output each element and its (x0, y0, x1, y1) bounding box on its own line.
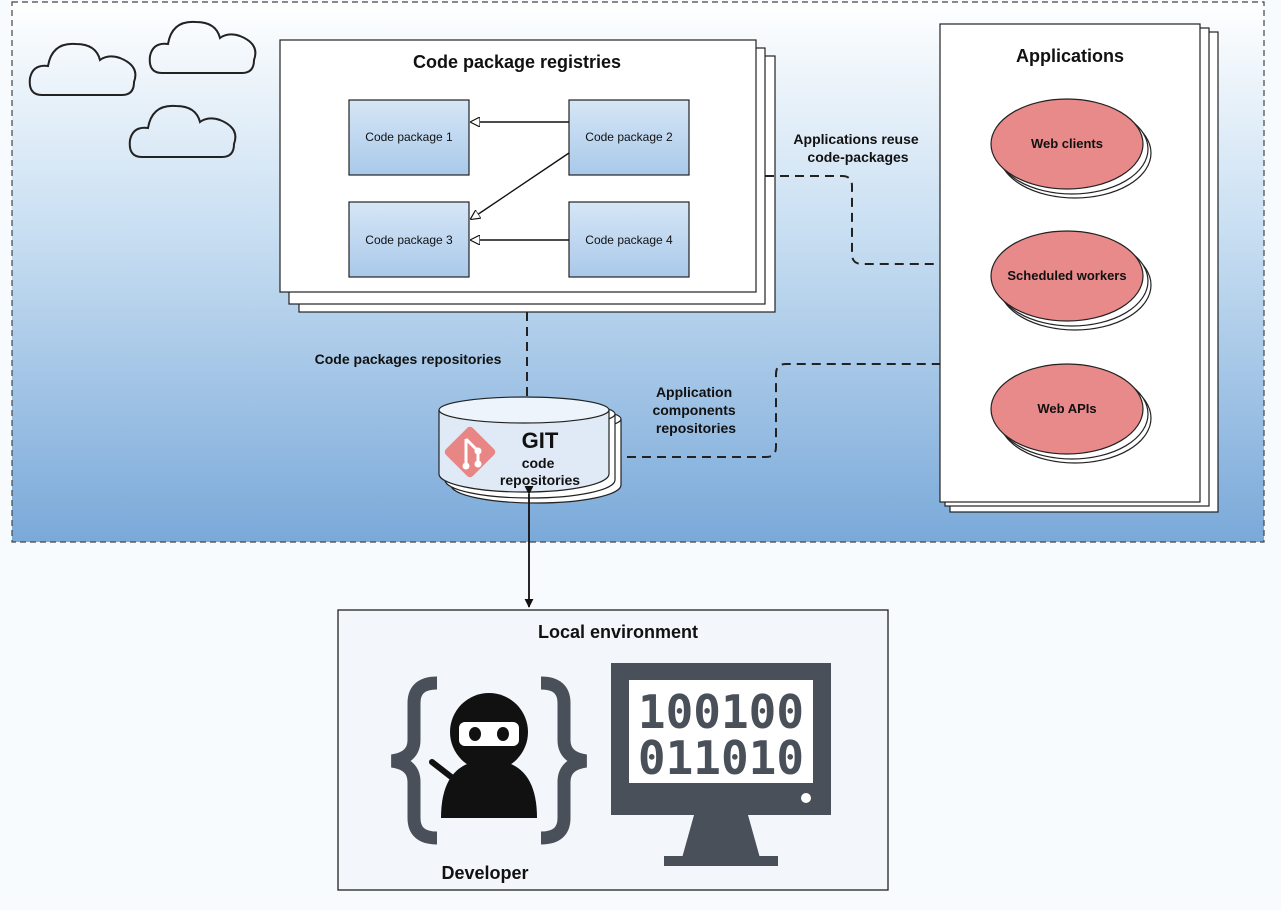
code-package-box: Code package 2 (568, 99, 690, 176)
app-label: Web APIs (1037, 401, 1096, 416)
git-subtitle: code repositories (500, 455, 580, 488)
code-package-box: Code package 4 (568, 201, 690, 278)
git-repository-cylinder (438, 396, 622, 504)
cloud-icon (128, 104, 237, 158)
applications-title: Applications (1016, 46, 1124, 66)
reuse-label: Applications reuse code-packages (793, 131, 922, 165)
developer-label: Developer (441, 863, 528, 883)
app-repos-connector (612, 363, 940, 458)
developer-icon (390, 676, 588, 845)
pkg-repos-label: Code packages repositories (315, 351, 502, 367)
code-package-label: Code package 4 (585, 233, 673, 247)
code-package-label: Code package 2 (585, 130, 673, 144)
registries-title: Code package registries (413, 52, 621, 72)
monitor-icon (611, 663, 831, 866)
reuse-connector (765, 175, 940, 265)
binary-line: 100100 (638, 685, 804, 739)
app-label: Scheduled workers (1007, 268, 1126, 283)
app-web-apis: Web APIs (990, 363, 1152, 464)
app-scheduled-workers: Scheduled workers (990, 230, 1152, 331)
dependency-arrow (471, 152, 570, 219)
git-title: GIT (522, 428, 559, 453)
code-package-box: Code package 3 (348, 201, 470, 278)
cloud-icon (148, 20, 257, 74)
code-package-box: Code package 1 (348, 99, 470, 176)
app-label: Web clients (1031, 136, 1103, 151)
git-icon (444, 426, 496, 478)
binary-line: 011010 (638, 731, 804, 785)
app-web-clients: Web clients (990, 98, 1152, 199)
cloud-icon (28, 42, 137, 96)
local-environment-title: Local environment (538, 622, 698, 642)
code-package-label: Code package 1 (365, 130, 453, 144)
app-repos-label: Application components repositories (652, 384, 739, 436)
code-package-label: Code package 3 (365, 233, 453, 247)
